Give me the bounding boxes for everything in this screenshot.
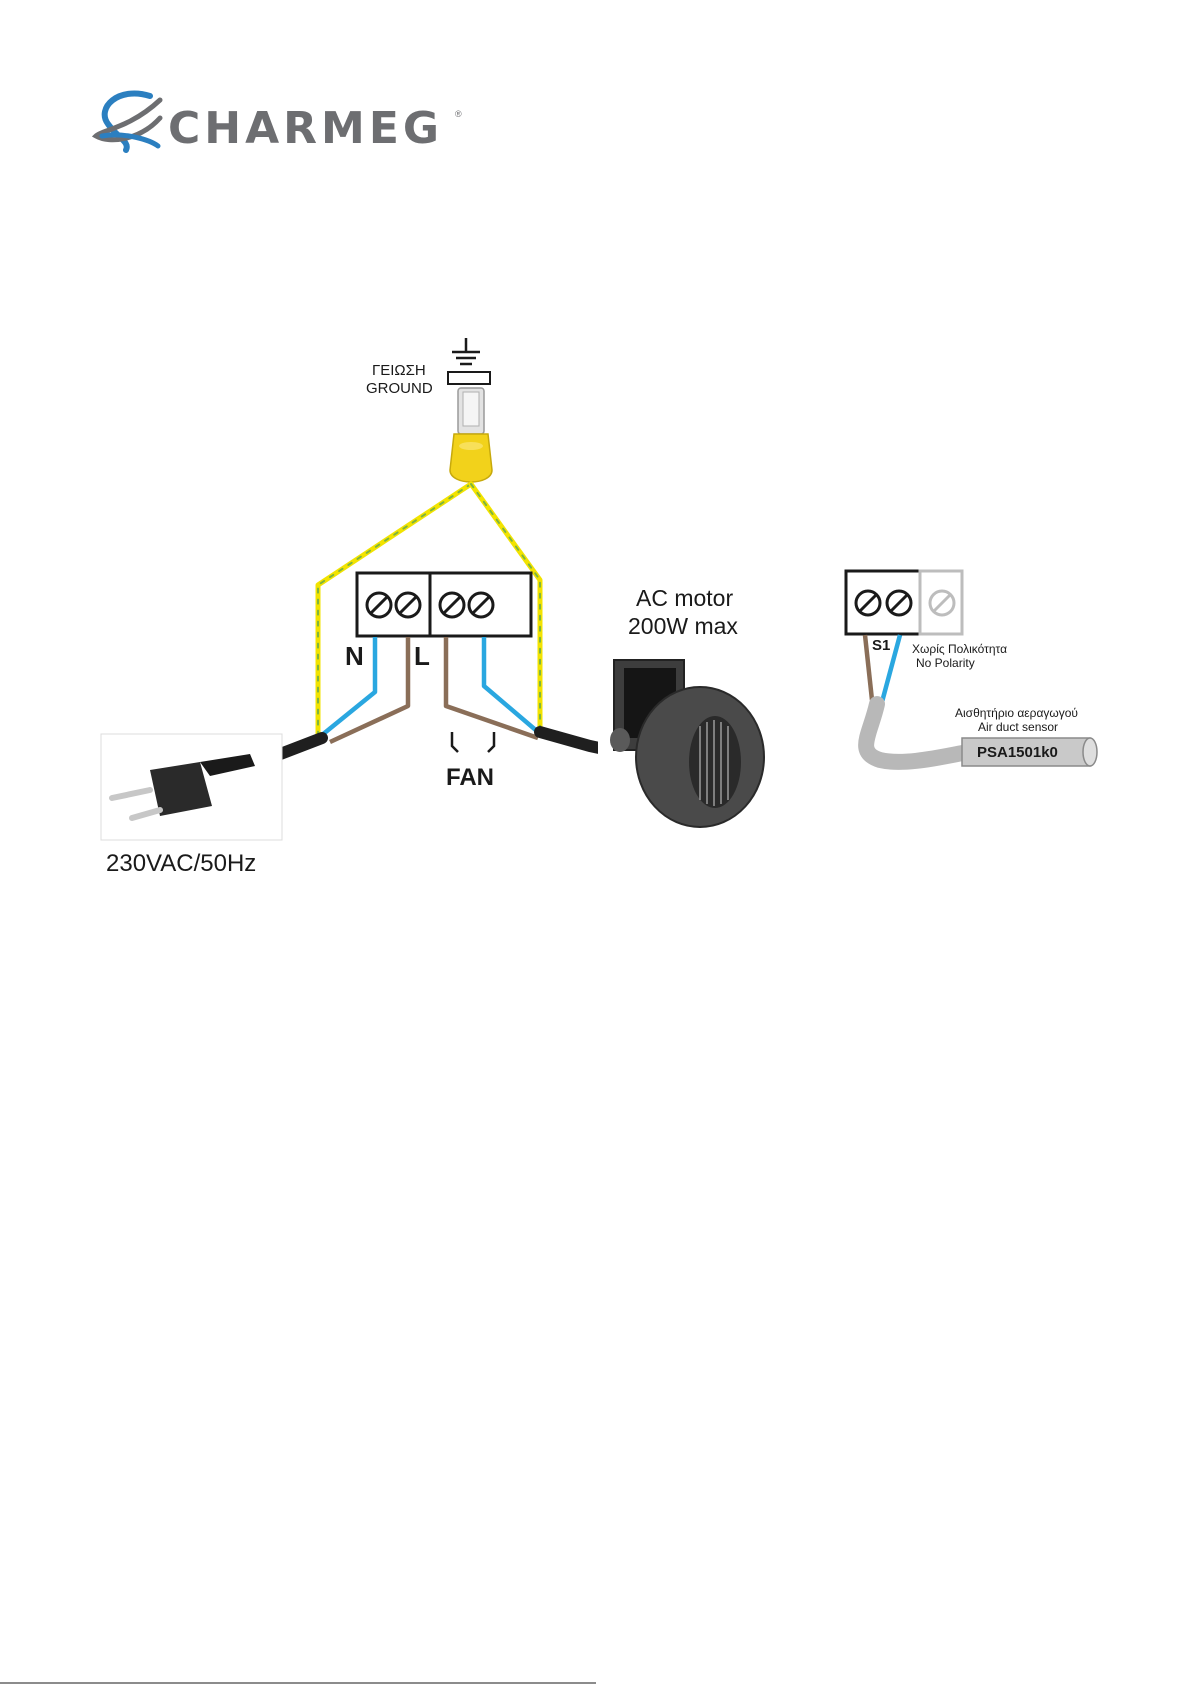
ground-label-gr: ΓΕΙΩΣΗ — [372, 362, 426, 379]
terminal-block-sensor — [846, 571, 962, 634]
polarity-en: No Polarity — [916, 656, 975, 670]
fan-wires — [446, 637, 538, 738]
logo-reg: ® — [455, 110, 462, 119]
spade-connector-icon — [450, 388, 492, 482]
ground-icon — [448, 338, 490, 384]
label-fan: FAN — [446, 766, 494, 790]
sensor-terminal-label: S1 — [872, 638, 890, 653]
polarity-gr: Χωρίς Πολικότητα — [912, 642, 1007, 656]
sensor-title-en: Air duct sensor — [978, 720, 1058, 734]
logo-text: CHARMEG — [168, 107, 443, 151]
schuko-plug-icon — [101, 734, 282, 840]
sensor-title-gr: Αισθητήριο αεραγωγού — [955, 706, 1078, 720]
fan-switch-icon — [452, 732, 494, 752]
charmeg-logo-icon — [96, 93, 160, 150]
label-n: N — [345, 643, 364, 669]
label-l: L — [414, 643, 430, 669]
ground-label-en: GROUND — [366, 380, 433, 397]
power-label: 230VAC/50Hz — [106, 852, 256, 876]
blower-fan-icon — [598, 655, 772, 831]
sensor-code: PSA1501k0 — [977, 745, 1058, 760]
terminal-block-main — [357, 573, 531, 636]
motor-line2: 200W max — [628, 612, 738, 640]
motor-line1: AC motor — [636, 584, 733, 612]
sensor-cable — [866, 704, 968, 762]
